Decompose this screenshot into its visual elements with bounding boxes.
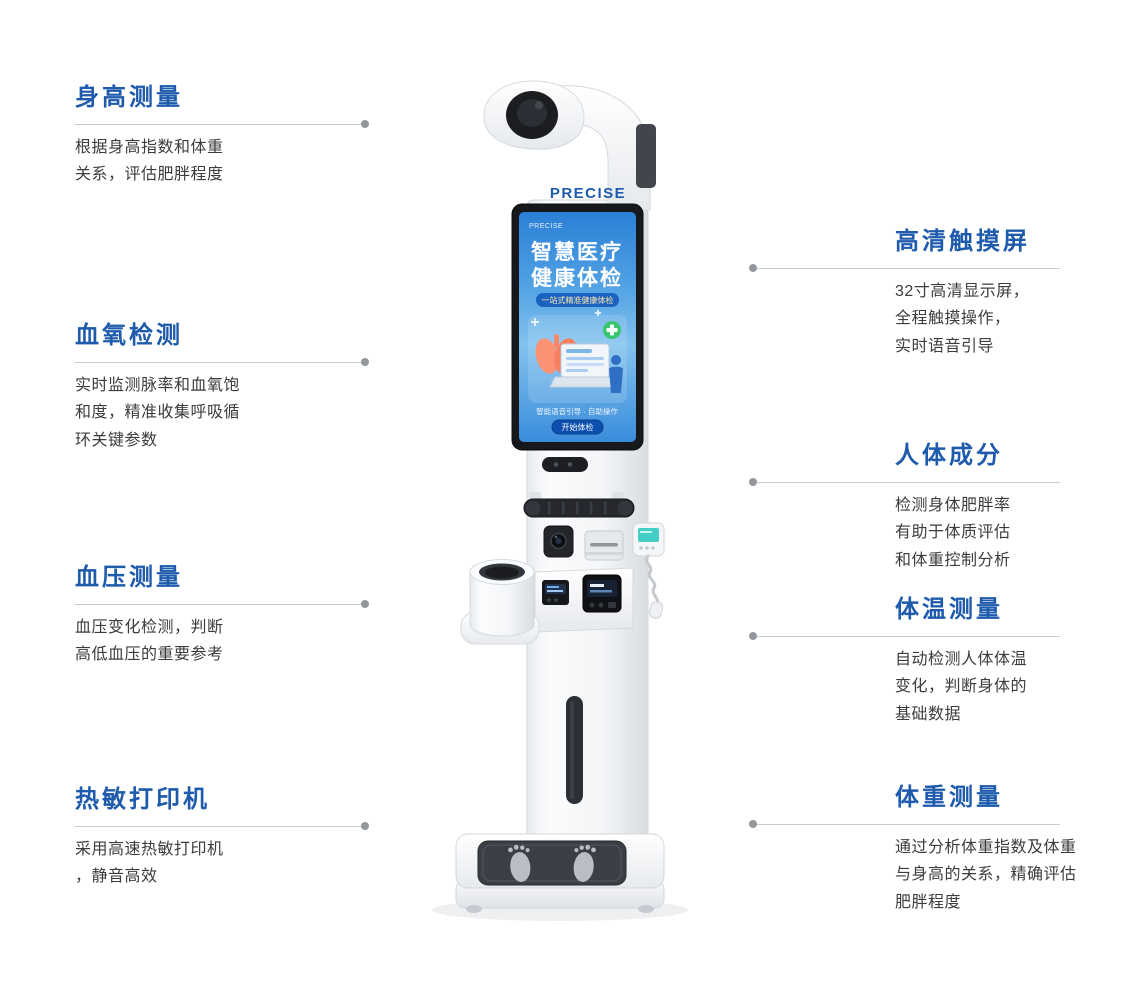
feature-callout-touchscreen: 高清触摸屏 32寸高清显示屏， 全程触摸操作， 实时语音引导 — [749, 228, 1080, 360]
screen-cta-label: 开始体检 — [562, 422, 594, 432]
feature-desc: 检测身体肥胖率 有助于体质评估 和体重控制分析 — [895, 496, 1011, 569]
feature-title: 体温测量 — [895, 596, 1003, 623]
kiosk-screen: PRECISE 智慧医疗 健康体检 一站式精准健康体检 — [511, 203, 644, 451]
callout-rule — [75, 120, 369, 129]
left-foot-mark — [508, 844, 531, 882]
bp-cuff-cylinder — [469, 559, 535, 637]
medical-cross-icon — [603, 321, 621, 339]
printer-slot — [584, 530, 624, 561]
pad-border — [482, 844, 622, 882]
callout-dot — [361, 822, 369, 831]
callout-rule — [75, 358, 369, 367]
feature-title: 身高测量 — [75, 84, 183, 111]
screen-logo: PRECISE — [529, 223, 563, 230]
probe-handle — [648, 601, 664, 619]
feature-desc: 根据身高指数和体重 关系，评估肥胖程度 — [75, 138, 224, 184]
feature-desc: 实时监测脉率和血氧饱 和度，精准收集呼吸循 环关键参数 — [75, 376, 241, 449]
feature-callout-blood-pressure: 血压测量 血压变化检测，判断 高低血压的重要参考 — [75, 564, 369, 669]
leveling-foot-left — [466, 905, 482, 913]
screen-illustration — [528, 310, 627, 403]
feature-title: 高清触摸屏 — [895, 228, 1030, 255]
feature-desc: 血压变化检测，判断 高低血压的重要参考 — [75, 618, 224, 664]
head-side-panel — [636, 124, 656, 188]
right-foot-mark — [573, 844, 596, 882]
callout-dot — [749, 478, 757, 487]
callout-rule — [749, 478, 1060, 487]
callout-dot — [749, 820, 757, 829]
feature-title: 血压测量 — [75, 564, 183, 591]
callout-dot — [361, 120, 369, 129]
speaker-grille — [542, 457, 588, 472]
feature-desc: 32寸高清显示屏， 全程触摸操作， 实时语音引导 — [895, 282, 1030, 355]
plus-decoration — [531, 310, 601, 326]
callout-dot — [749, 632, 757, 641]
height-ruler-bar — [523, 492, 635, 518]
lens-highlight — [535, 101, 543, 109]
feature-title: 热敏打印机 — [75, 786, 210, 813]
callout-rule — [749, 264, 1060, 273]
callout-rule — [75, 822, 369, 831]
screen-banner: 一站式精准健康体检 — [542, 295, 614, 305]
feature-callout-printer: 热敏打印机 采用高速热敏打印机 ，静音高效 — [75, 786, 369, 891]
feature-callout-blood-oxygen: 血氧检测 实时监测脉率和血氧饱 和度，精准收集呼吸循 环关键参数 — [75, 322, 369, 454]
screen-footer-note: 智能语音引导 · 自助操作 — [536, 406, 618, 416]
foot-scale-pad — [477, 840, 627, 886]
feature-desc: 通过分析体重指数及体重 与身高的关系，精确评估 肥胖程度 — [895, 838, 1077, 911]
feature-callout-temperature: 体温测量 自动检测人体体温 变化，判断身体的 基础数据 — [749, 596, 1080, 728]
kiosk-head — [483, 80, 656, 211]
feature-callout-body-composition: 人体成分 检测身体肥胖率 有助于体质评估 和体重控制分析 — [749, 442, 1080, 574]
feature-desc: 自动检测人体体温 变化，判断身体的 基础数据 — [895, 650, 1028, 723]
callout-dot — [361, 600, 369, 609]
panel-display-left — [542, 580, 569, 605]
probe-cable — [644, 554, 660, 606]
feature-title: 人体成分 — [895, 442, 1003, 469]
person-illustration — [609, 355, 623, 393]
screen-title-line2: 健康体检 — [531, 266, 623, 290]
screen-cta-button — [551, 419, 604, 435]
feature-title: 血氧检测 — [75, 322, 183, 349]
control-panel — [534, 567, 634, 633]
camera-module — [543, 525, 574, 558]
callout-dot — [749, 264, 757, 273]
callout-rule — [749, 632, 1060, 641]
feature-desc: 采用高速热敏打印机 ，静音高效 — [75, 840, 224, 886]
temperature-probe-device — [632, 522, 665, 619]
brand-logo: PRECISE — [550, 185, 626, 202]
leveling-foot-right — [638, 905, 654, 913]
screen-title-line1: 智慧医疗 — [531, 240, 623, 264]
screen-banner-ribbon — [536, 293, 619, 307]
column-slot — [566, 696, 583, 804]
feature-callout-weight: 体重测量 通过分析体重指数及体重 与身高的关系，精确评估 肥胖程度 — [749, 784, 1080, 916]
feature-title: 体重测量 — [895, 784, 1003, 811]
panel-display-right — [582, 574, 622, 613]
callout-dot — [361, 358, 369, 367]
base-platform — [455, 833, 665, 913]
laptop-illustration — [549, 343, 621, 388]
feature-callout-height: 身高测量 根据身高指数和体重 关系，评估肥胖程度 — [75, 84, 369, 189]
callout-rule — [75, 600, 369, 609]
callout-rule — [749, 820, 1060, 829]
